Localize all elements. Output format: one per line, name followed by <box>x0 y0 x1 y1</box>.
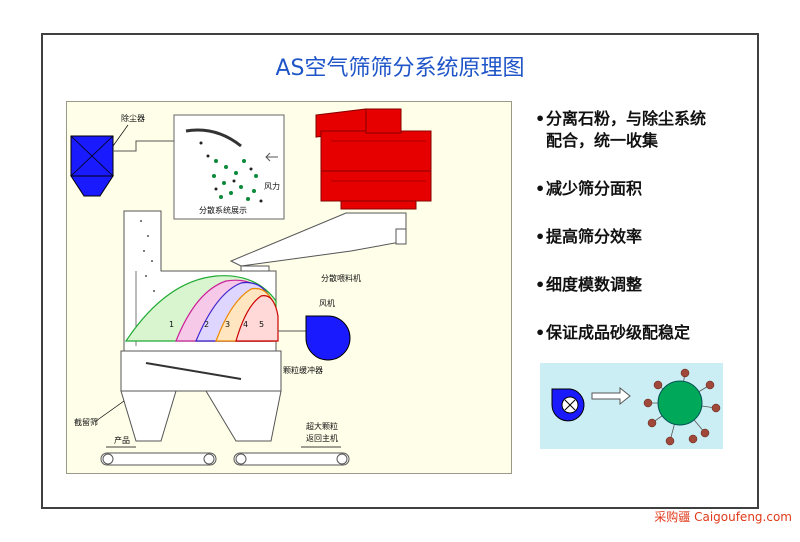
return-to-mill-label: 返回主机 <box>306 433 338 443</box>
zone-4-label: 4 <box>243 320 248 329</box>
product-label: 产品 <box>114 435 130 445</box>
dispersion-feeder <box>229 212 407 279</box>
bullet-marker: • <box>535 275 546 294</box>
bullet-marker: • <box>535 323 546 342</box>
fan <box>278 315 351 361</box>
benefit-line: 细度模数调整 <box>546 275 643 294</box>
fan-to-particle-illustration <box>540 363 723 449</box>
bullet-marker: • <box>535 227 546 246</box>
zone-2-label: 2 <box>204 320 209 329</box>
dispersion-feeder-label: 分散喂料机 <box>321 273 361 283</box>
dust-collector-label: 除尘器 <box>121 113 145 123</box>
benefit-line: 减少筛分面积 <box>546 179 643 198</box>
benefit-item: • 分离石粉，与除尘系统配合，统一收集 <box>535 108 750 152</box>
benefit-item: • 提高筛分效率 <box>535 226 750 248</box>
watermark: 采购疆 Caigoufeng.com <box>654 510 792 524</box>
lower-hoppers <box>120 350 282 442</box>
benefit-line: 配合，统一收集 <box>546 131 659 150</box>
benefits-list: • 分离石粉，与除尘系统配合，统一收集 • 减少筛分面积 • 提高筛分效率 • … <box>535 108 750 370</box>
fan-label: 风机 <box>319 298 335 308</box>
conveyor-right <box>233 452 350 466</box>
wind-force-label: 风力 <box>264 181 280 191</box>
particle-buffer-label: 颗粒缓冲器 <box>283 365 323 375</box>
bullet-marker: • <box>535 109 546 128</box>
air-screen-diagram: 除尘器 风力 分散系统展示 分散喂料机 <box>70 108 432 466</box>
zone-3-label: 3 <box>225 320 230 329</box>
oversize-label: 超大颗粒 <box>306 421 338 431</box>
benefit-line: 分离石粉，与除尘系统 <box>546 109 707 128</box>
particle-ball-icon <box>643 368 721 446</box>
benefit-item: • 保证成品砂级配稳定 <box>535 322 750 344</box>
slide-title: AS空气筛筛分系统原理图 <box>275 56 525 81</box>
conveyor-left <box>100 452 217 466</box>
benefit-item: • 减少筛分面积 <box>535 178 750 200</box>
zone-1-label: 1 <box>169 320 174 329</box>
sorting-zones <box>124 275 279 342</box>
bullet-marker: • <box>535 179 546 198</box>
dispersion-display-box <box>173 114 285 220</box>
cutoff-screen-label: 截留筛 <box>74 417 98 427</box>
benefit-item: • 细度模数调整 <box>535 274 750 296</box>
fan-icon <box>551 388 585 422</box>
dispersion-display-label: 分散系统展示 <box>199 205 247 215</box>
benefit-line: 保证成品砂级配稳定 <box>546 323 691 342</box>
benefit-line: 提高筛分效率 <box>546 227 643 246</box>
zone-5-label: 5 <box>259 320 264 329</box>
arrow-right-icon <box>591 386 631 406</box>
crusher <box>315 108 432 210</box>
dust-collector <box>70 135 114 197</box>
